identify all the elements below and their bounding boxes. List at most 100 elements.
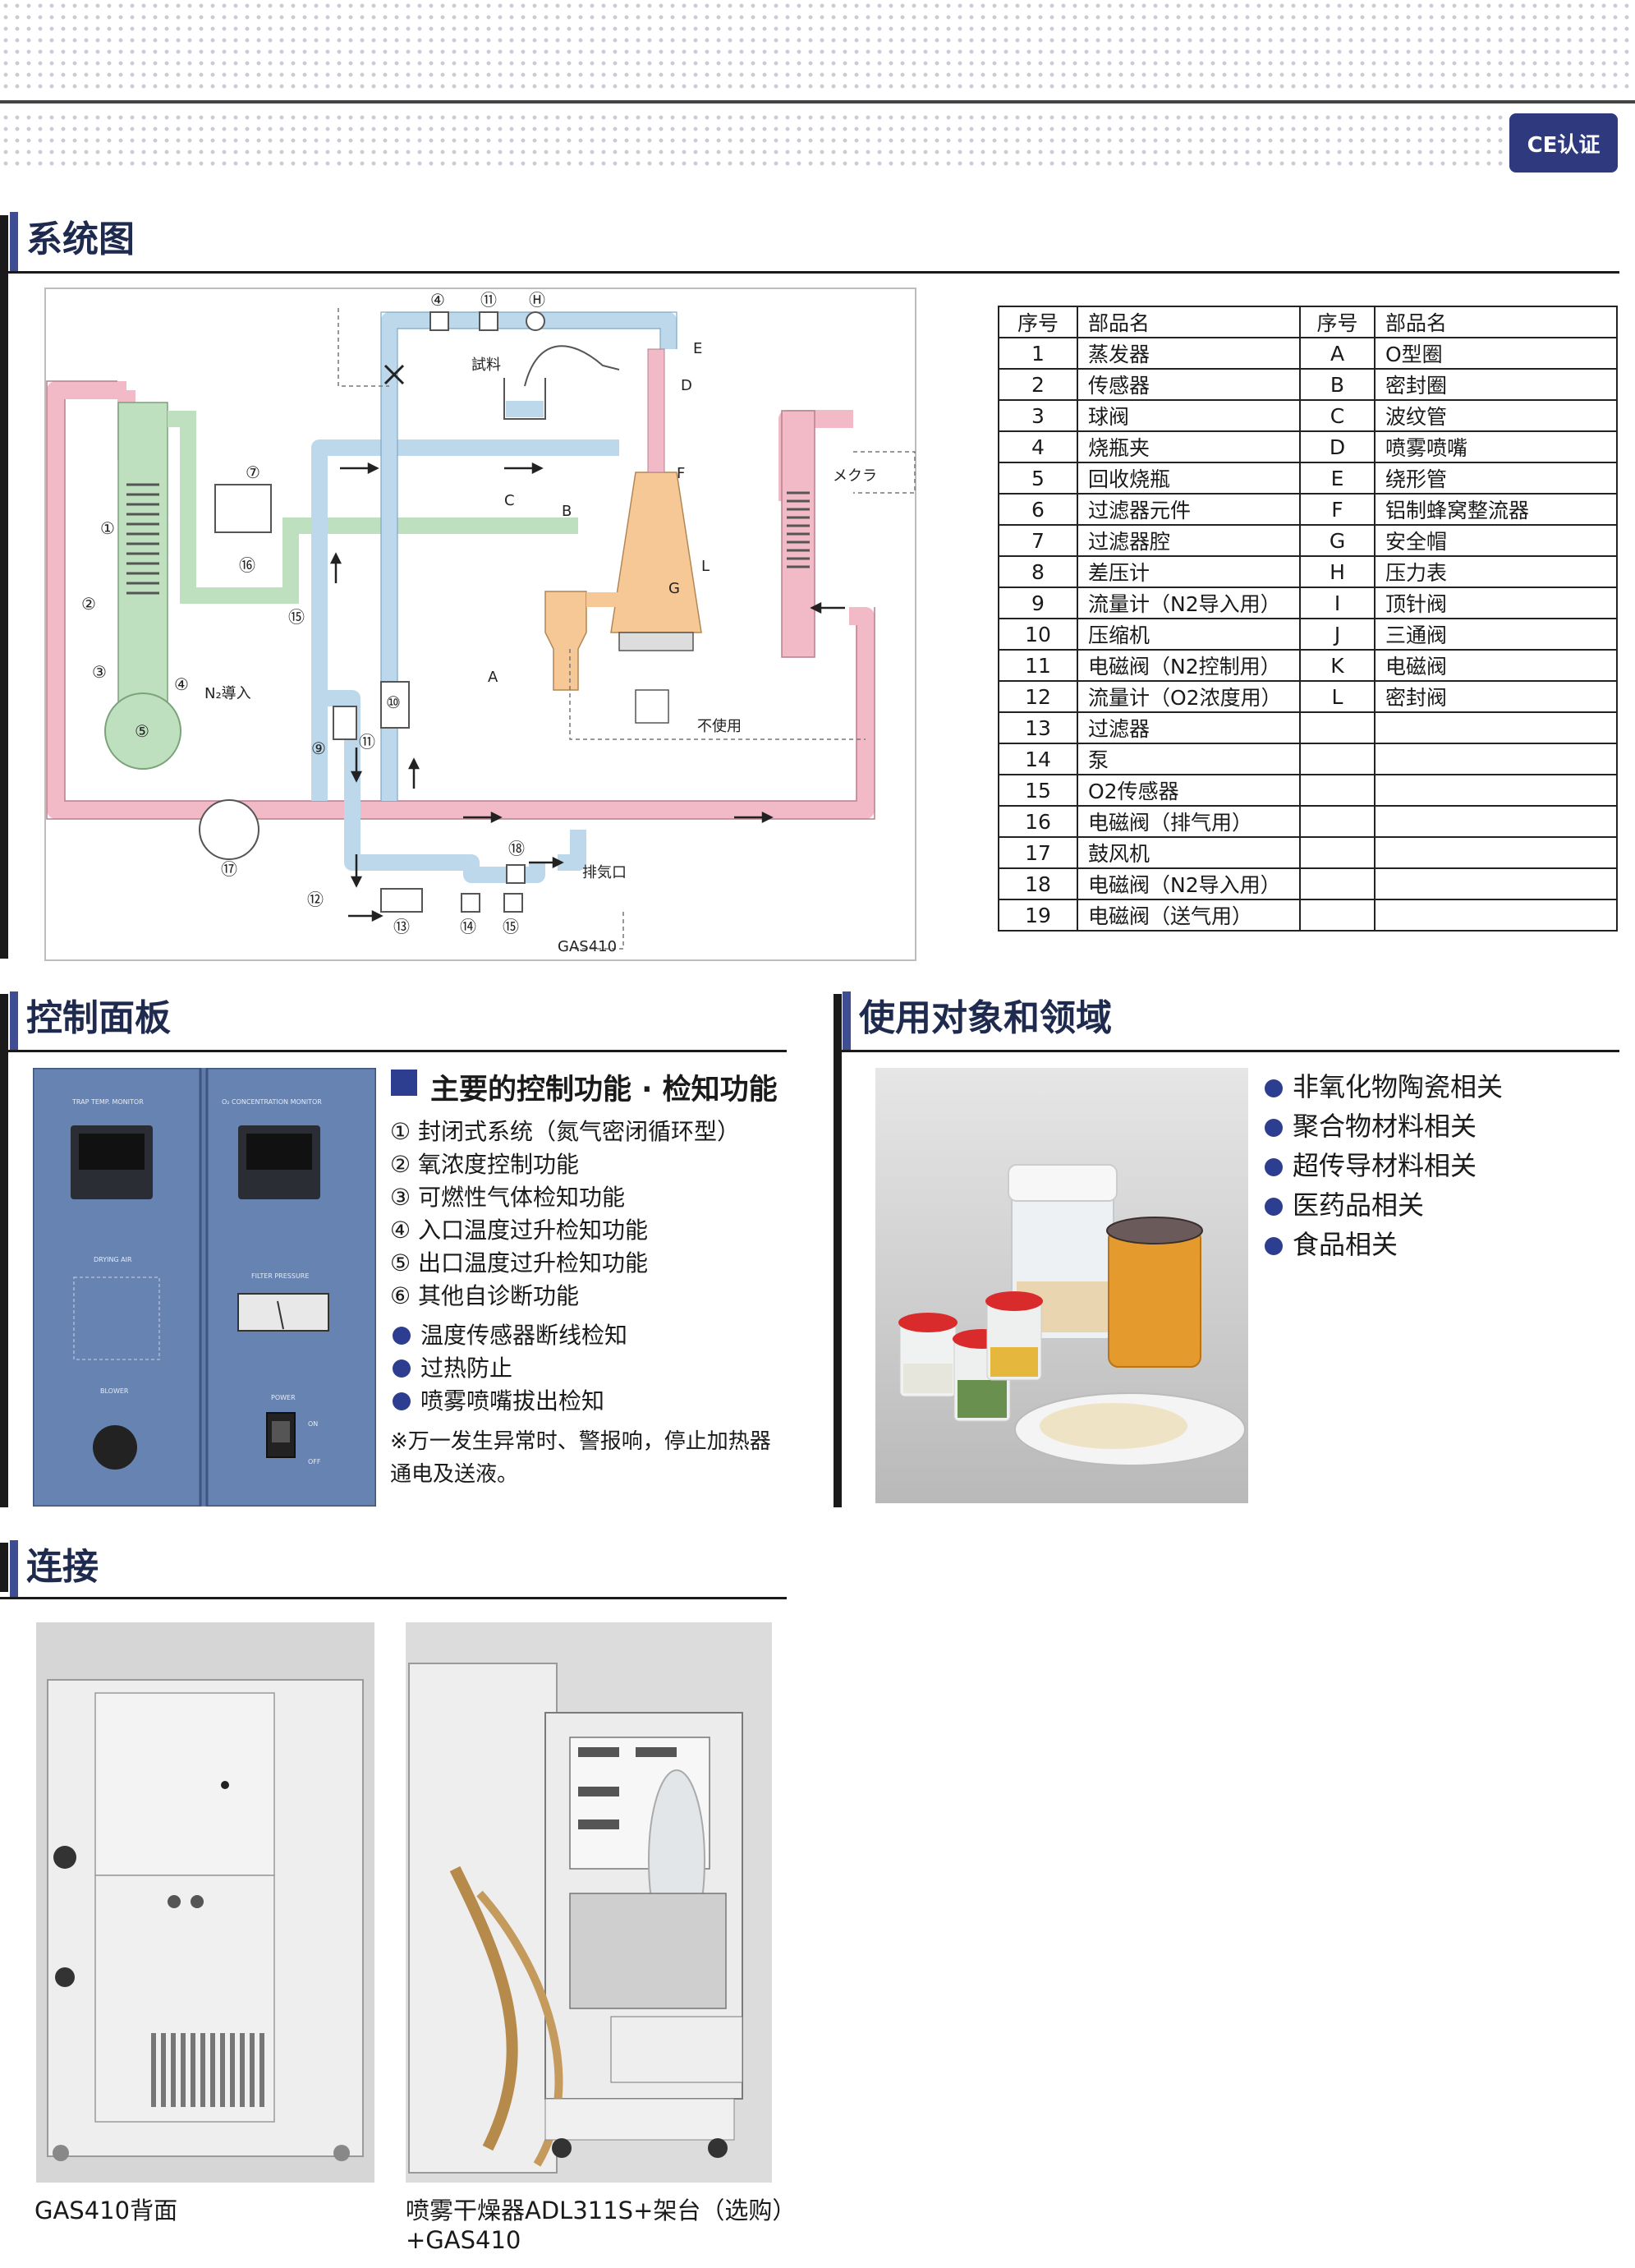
usage-item-5: 食品相关 — [1265, 1224, 1398, 1262]
spray-dryer-photo — [406, 1622, 772, 2183]
table-cell-name: 差压计 — [1077, 555, 1301, 588]
letter-a: A — [488, 669, 498, 686]
gas410-back-photo — [36, 1622, 374, 2183]
pump-box — [461, 893, 480, 913]
table-cell-name: 密封阀 — [1374, 680, 1618, 713]
diagram-label-sample: 試料 — [471, 357, 501, 374]
table-cell-name: 过滤器腔 — [1077, 524, 1301, 557]
nozzle-pipe — [647, 348, 665, 473]
table-cell-no: 4 — [998, 430, 1078, 463]
table-cell-no: 15 — [998, 774, 1078, 807]
table-cell-no: L — [1299, 680, 1376, 713]
marker-mid-9: ⑨ — [311, 738, 326, 758]
valve-top-1 — [429, 311, 449, 331]
connection-title-rule — [0, 1597, 787, 1599]
usage-item-3-text: 超传导材料相关 — [1293, 1150, 1477, 1181]
connection-title-bar — [10, 1540, 18, 1599]
table-cell-name: 绕形管 — [1374, 462, 1618, 495]
header-dots-top — [0, 0, 1635, 92]
sample-beaker — [503, 378, 546, 420]
table-cell-name: 回收烧瓶 — [1077, 462, 1301, 495]
table-cell-no: C — [1299, 399, 1376, 432]
table-cell-no — [1299, 867, 1376, 900]
marker-left-5: ⑤ — [135, 721, 149, 741]
table-cell-no: 11 — [998, 649, 1078, 682]
table-cell-no: G — [1299, 524, 1376, 557]
o2sensor-box — [503, 893, 523, 913]
valve-top-3 — [526, 311, 545, 331]
diagram-label-exhaust: 排気口 — [582, 864, 627, 881]
table-cell-no: 9 — [998, 587, 1078, 619]
marker-mid-18: ⑱ — [508, 839, 525, 858]
marker-top-3: Ⓗ — [529, 290, 545, 310]
usage-item-4-text: 医药品相关 — [1293, 1189, 1425, 1221]
letter-d: D — [681, 377, 692, 394]
blower-knob — [93, 1425, 137, 1470]
table-cell-no: J — [1299, 618, 1376, 651]
table-cell-no: 18 — [998, 867, 1078, 900]
base-box — [635, 689, 669, 724]
diagram-label-unused: 不使用 — [697, 718, 742, 735]
function-item-4: ④ 入口温度过升检知功能 — [390, 1217, 649, 1244]
table-cell-no — [1299, 899, 1376, 932]
ce-badge: CE认证 — [1509, 113, 1618, 173]
system-title-rule — [0, 271, 1619, 274]
table-cell-no: 1 — [998, 337, 1078, 370]
table-cell-no: B — [1299, 368, 1376, 401]
pressure-gauge — [237, 1293, 329, 1332]
table-cell-name: 电磁阀（N2导入用） — [1077, 867, 1301, 900]
function-note-line-2: 通电及送液。 — [390, 1462, 519, 1487]
dashed-lines — [338, 308, 916, 950]
function-bullet-3: 喷雾喷嘴拔出检知 — [393, 1383, 604, 1416]
table-cell-no: I — [1299, 587, 1376, 619]
system-left-border — [0, 215, 8, 959]
samples-photo — [875, 1068, 1248, 1503]
caption-gas410-back: GAS410背面 — [34, 2197, 178, 2224]
marker-left-1: ① — [100, 518, 115, 538]
table-cell-name: 流量计（O2浓度用） — [1077, 680, 1301, 713]
system-title-bar — [10, 212, 18, 271]
table-cell-no: 2 — [998, 368, 1078, 401]
caption-spray-dryer-line-1: 喷雾干燥器ADL311S+架台（选购） — [406, 2197, 797, 2224]
stand — [618, 632, 694, 651]
table-cell-name — [1374, 743, 1618, 775]
table-cell-name: 安全帽 — [1374, 524, 1618, 557]
marker-top-2: ⑪ — [480, 290, 497, 310]
caption-spray-dryer-line-2: +GAS410 — [406, 2226, 521, 2254]
ce-badge-label: CE认证 — [1527, 132, 1601, 158]
diagram-label-model: GAS410 — [558, 938, 617, 955]
table-cell-name: 密封圈 — [1374, 368, 1618, 401]
table-cell-no: F — [1299, 493, 1376, 526]
table-cell-name: 压力表 — [1374, 555, 1618, 588]
table-cell-no: 10 — [998, 618, 1078, 651]
usage-item-2-text: 聚合物材料相关 — [1293, 1111, 1477, 1142]
panel-power: POWER — [271, 1394, 296, 1401]
letter-f: F — [677, 465, 685, 482]
usage-item-1: 非氧化物陶瓷相关 — [1265, 1066, 1503, 1104]
vent-grille — [151, 2033, 264, 2107]
table-cell-name: 泵 — [1077, 743, 1301, 775]
hose — [449, 1865, 518, 2151]
table-cell-no: 5 — [998, 462, 1078, 495]
table-cell-name: 电磁阀 — [1374, 649, 1618, 682]
connection-left-border — [0, 1543, 8, 1592]
table-cell-no — [1299, 711, 1376, 744]
bullet-dot-icon — [393, 1359, 411, 1378]
function-bullet-1: 温度传感器断线检知 — [393, 1318, 627, 1350]
table-cell-name — [1374, 711, 1618, 744]
marker-left-2: ② — [81, 594, 96, 614]
drying-air-outline — [73, 1277, 160, 1360]
function-bullet-1-text: 温度传感器断线检知 — [420, 1322, 628, 1349]
function-bullet-2: 过热防止 — [393, 1350, 512, 1383]
